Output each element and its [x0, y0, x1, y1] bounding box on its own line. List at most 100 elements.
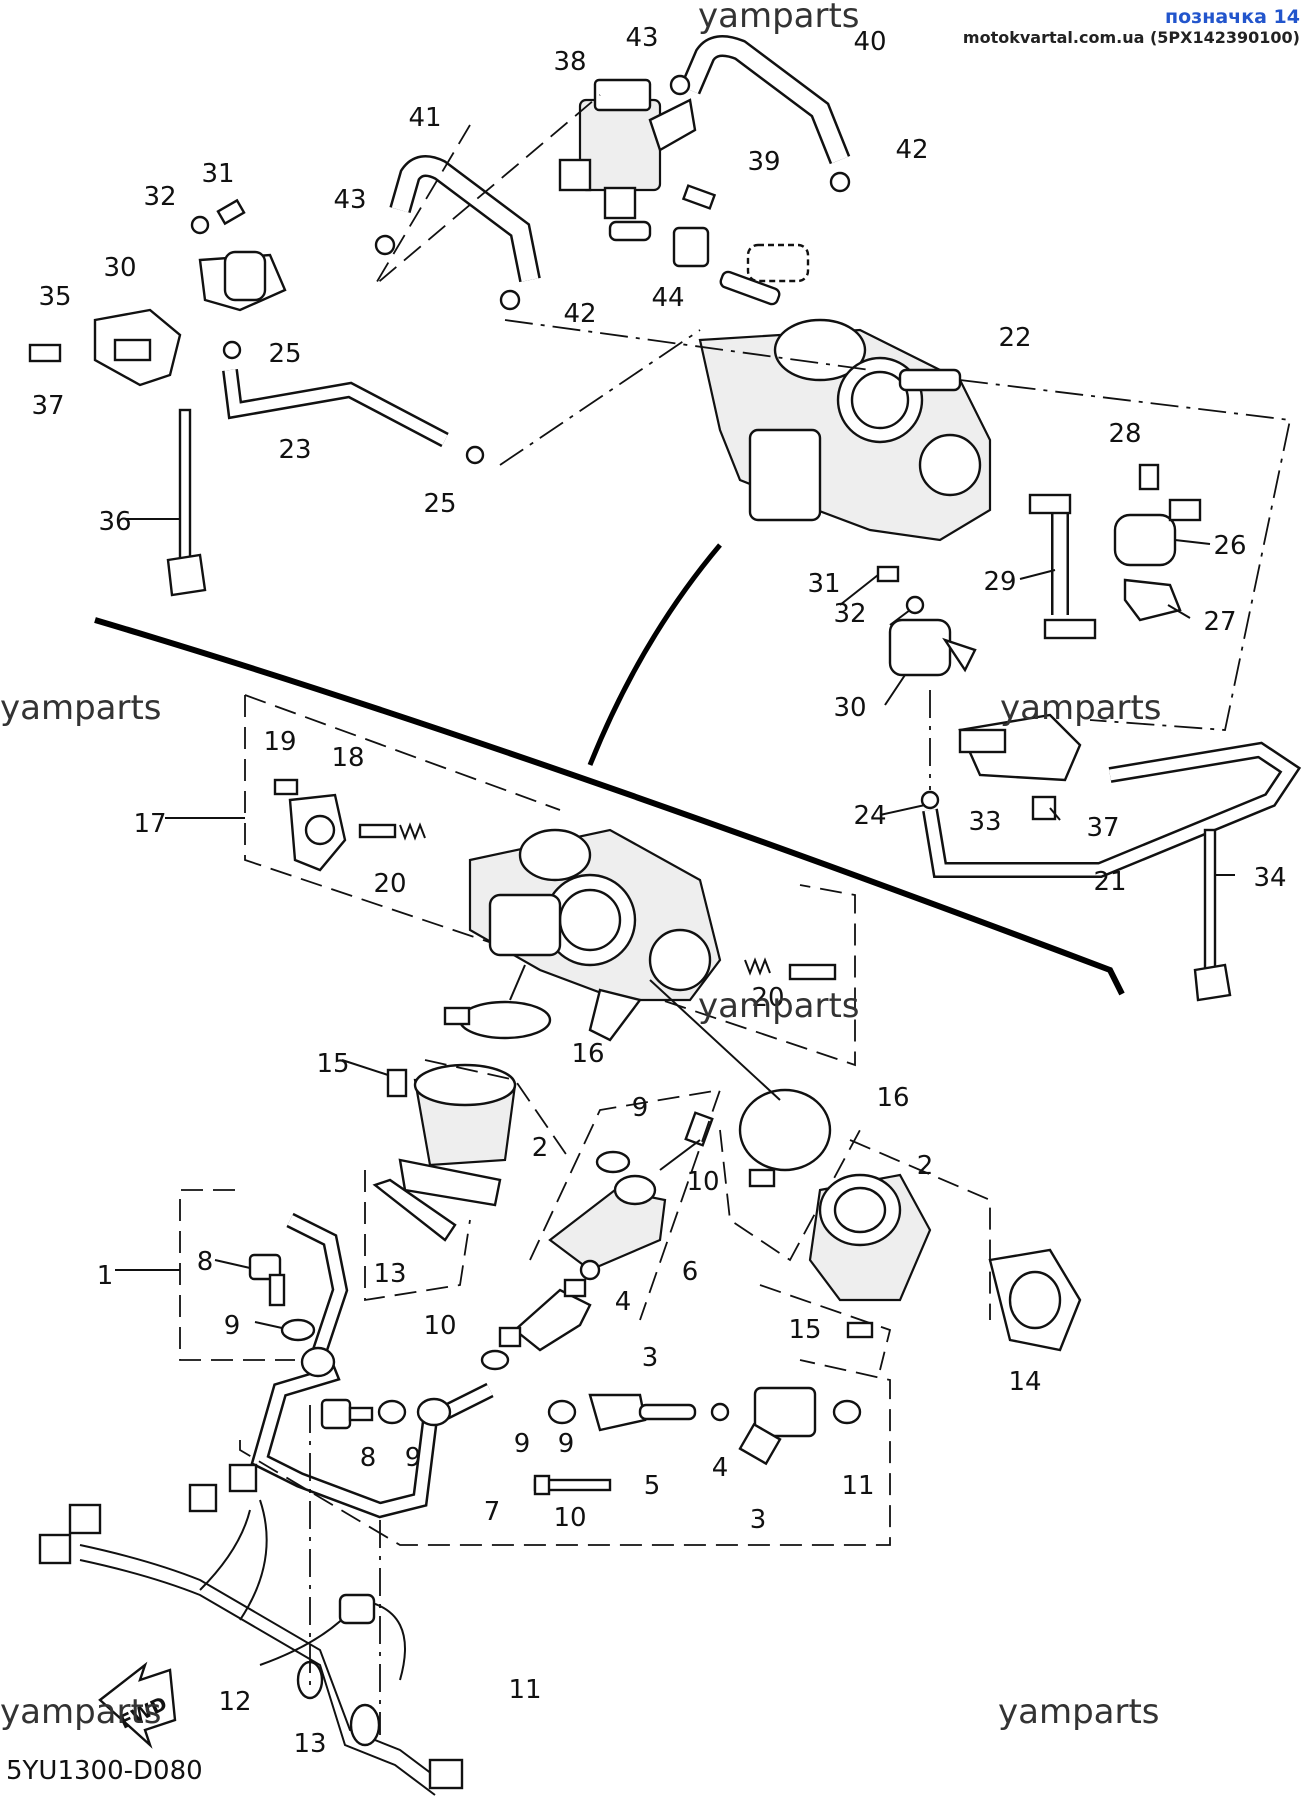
part-27-bracket: [1123, 578, 1182, 622]
part-42-clip: [829, 171, 851, 193]
callout-12: 11: [508, 1675, 541, 1705]
part-6-injector-holder: [548, 1174, 667, 1272]
callout-22: 22: [998, 323, 1031, 353]
callout-16-lower: 16: [876, 1083, 909, 1113]
callout-3-upper: 3: [642, 1343, 659, 1373]
part-37-bolt-right: [1031, 795, 1057, 821]
source-label: motokvartal.com.ua (5PX142390100): [962, 28, 1300, 47]
part-2-joint-right: [808, 1173, 932, 1302]
part-29-fitting-bottom: [1043, 618, 1097, 640]
callout-16-upper: 16: [571, 1039, 604, 1069]
callout-43-left: 43: [333, 185, 366, 215]
callout-13-lower: 13: [293, 1729, 326, 1759]
callout-9-left: 9: [224, 1311, 241, 1341]
callout-36: 36: [98, 507, 131, 537]
part-2-joint-left: [398, 1063, 517, 1207]
watermark: yamparts: [998, 1692, 1160, 1732]
callout-9-lower-b: 9: [514, 1429, 531, 1459]
callout-4-upper: 4: [615, 1287, 632, 1317]
part-9-washer-lower-a: [377, 1399, 407, 1425]
callout-9-upper: 9: [632, 1093, 649, 1123]
callout-23: 23: [278, 435, 311, 465]
callout-42-left: 42: [563, 299, 596, 329]
callout-3-lower: 3: [750, 1505, 767, 1535]
part-26-pressure-sensor: [1113, 498, 1202, 567]
part-9-washer-upper: [595, 1150, 631, 1174]
part-8-bolt-lower-shank: [348, 1406, 374, 1422]
part-8-bolt-left-shank: [268, 1273, 286, 1307]
part-20-screw-spring-right: [744, 957, 837, 981]
callout-7: 7: [484, 1497, 501, 1527]
part-32-washer-left: [190, 215, 210, 235]
callout-6: 6: [682, 1257, 699, 1287]
part-36-cable-tie: [166, 408, 207, 597]
callout-5: 5: [644, 1471, 661, 1501]
callout-39: 39: [747, 147, 780, 177]
callout-11-upper: 10: [423, 1311, 456, 1341]
part-24-clip: [920, 790, 940, 810]
diagram-code: 5YU1300-D080: [6, 1756, 203, 1786]
callout-35: 35: [38, 282, 71, 312]
throttle-body-assembly-top: [698, 270, 992, 542]
part-33-bracket-right: [958, 713, 1082, 782]
part-39-bolt: [681, 184, 717, 210]
part-3-injector-lower: [738, 1386, 817, 1466]
part-18-throttle-position-sensor: [288, 793, 347, 872]
part-12-wire-harness: [38, 1463, 464, 1796]
part-43-clip-left: [374, 234, 396, 256]
part-38-air-cut-valve: [558, 78, 697, 242]
watermark: yamparts: [698, 0, 860, 36]
callout-21: 21: [1093, 867, 1126, 897]
callout-32-left: 32: [143, 182, 176, 212]
callout-24: 24: [853, 801, 886, 831]
part-10-bolt-lower: [533, 1474, 612, 1496]
callout-37-right: 37: [1086, 813, 1119, 843]
part-37-bolt-left: [28, 343, 62, 363]
part-20-screw-spring-left: [358, 822, 426, 841]
callout-43-right: 43: [625, 23, 658, 53]
callout-28: 28: [1108, 419, 1141, 449]
part-44-hose-joint: [672, 226, 810, 283]
part-14-bracket-right: [988, 1248, 1082, 1352]
callout-13-upper: 12: [218, 1687, 251, 1717]
callout-27: 27: [1203, 607, 1236, 637]
part-7-banjo: [300, 1346, 336, 1378]
callout-17: 17: [133, 809, 166, 839]
part-15-bolt-left: [386, 1068, 408, 1098]
part-9-washer-lower-c: [547, 1399, 577, 1425]
callout-9-lower-c: 9: [558, 1429, 575, 1459]
callout-15-left: 15: [316, 1049, 349, 1079]
watermark: yamparts: [0, 1692, 162, 1732]
callout-15-right: 15: [788, 1315, 821, 1345]
callout-9-lower-a: 9: [405, 1443, 422, 1473]
part-17-throttle-body: [468, 828, 722, 1042]
part-9-washer-lower-b: [416, 1397, 452, 1427]
callout-14-left: 13: [373, 1259, 406, 1289]
part-30-sensor-right: [888, 618, 977, 677]
callout-20-right: 20: [751, 983, 784, 1013]
part-8-bolt-lower: [320, 1398, 352, 1430]
callout-41: 41: [408, 103, 441, 133]
callout-18: 18: [331, 743, 364, 773]
callout-2-left: 2: [532, 1133, 549, 1163]
watermark: yamparts: [0, 688, 162, 728]
callout-44: 44: [651, 283, 684, 313]
part-16-clamp-upper: [443, 1000, 552, 1040]
part-35-bracket: [93, 308, 182, 387]
callout-32-right: 32: [833, 599, 866, 629]
callout-38: 38: [553, 47, 586, 77]
page-title: позначка 14: [1165, 6, 1300, 28]
part-16-clamp-lower: [738, 1088, 832, 1188]
part-11-seal-lower: [832, 1399, 862, 1425]
callout-14-right: 14: [1008, 1367, 1041, 1397]
callout-25-lower: 25: [423, 489, 456, 519]
part-4-oring-upper: [579, 1259, 601, 1281]
part-9-washer-left: [280, 1318, 316, 1342]
callout-40: 40: [853, 27, 886, 57]
part-42-clip-left: [499, 289, 521, 311]
part-5-delivery-pipe: [588, 1393, 697, 1432]
part-11-seal-upper: [480, 1349, 510, 1371]
callout-37-left: 37: [31, 391, 64, 421]
callout-1: 1: [97, 1261, 114, 1291]
